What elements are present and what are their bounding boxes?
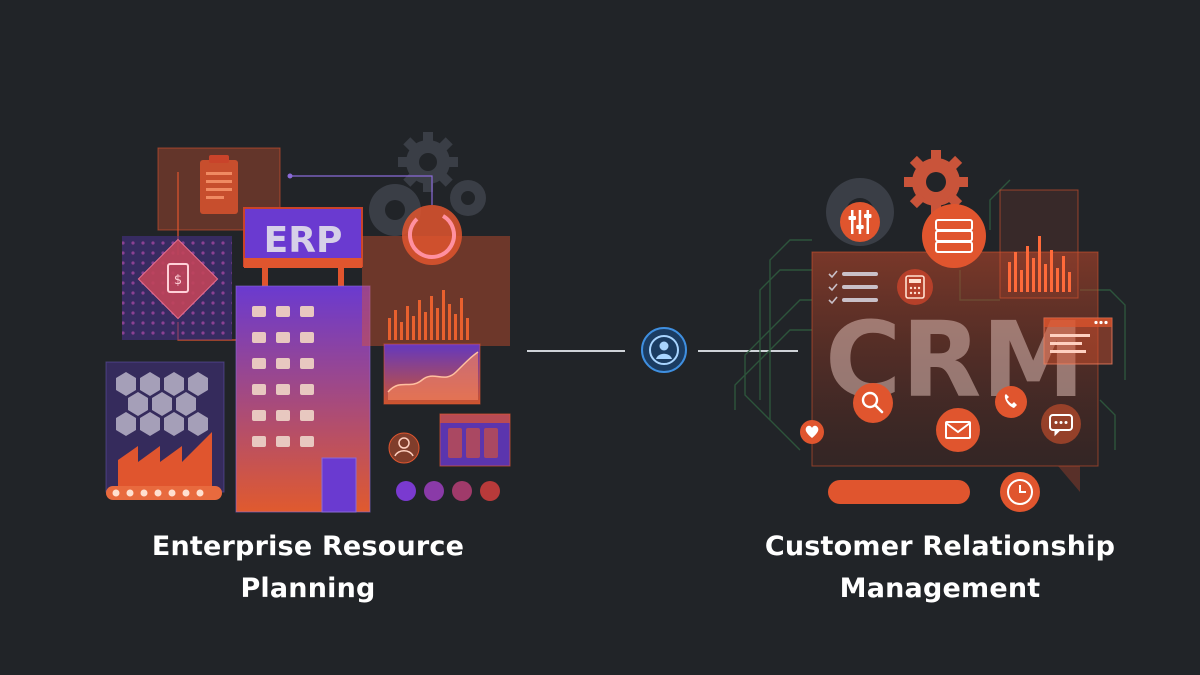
- server-icon: [922, 204, 986, 268]
- crm-caption-line-1: Customer Relationship: [764, 531, 1116, 562]
- bar-chart-icon: [388, 290, 469, 340]
- area-chart-icon: [387, 351, 479, 400]
- svg-text:$: $: [174, 273, 182, 288]
- avatar-icon: [388, 432, 420, 464]
- erp-sign-text: ERP: [264, 220, 343, 261]
- erp-illustration: $: [105, 132, 511, 513]
- crm-caption: Customer Relationship Management: [740, 526, 1140, 610]
- erp-caption: Enterprise Resource Planning: [118, 526, 498, 610]
- erp-caption-line-1: Enterprise Resource: [151, 531, 465, 562]
- erp-caption-line-2: Planning: [240, 573, 376, 604]
- mail-icon: [936, 408, 980, 452]
- clipboard-icon: [200, 155, 238, 214]
- heart-icon: [800, 420, 824, 444]
- cubes-icon: [116, 372, 208, 436]
- clock-icon: [1000, 472, 1040, 512]
- checklist-icon: [828, 270, 878, 305]
- erp-sign: ERP: [243, 207, 363, 286]
- color-dots: [396, 481, 500, 501]
- window-panel-icon: [439, 413, 511, 467]
- bar-chart-icon: [1008, 236, 1071, 292]
- chat-icon: [1041, 404, 1081, 444]
- building-icon: [235, 285, 371, 513]
- receipt-dollar-icon: $: [137, 238, 219, 320]
- connector: [527, 327, 798, 373]
- factory-icon: [106, 432, 222, 500]
- user-icon: [641, 327, 687, 373]
- window-panel-icon: [1043, 317, 1113, 365]
- search-icon: [853, 383, 893, 423]
- crm-illustration: CRM: [734, 150, 1126, 512]
- phone-icon: [995, 386, 1027, 418]
- calculator-icon: [897, 269, 933, 305]
- sliders-icon: [840, 202, 880, 242]
- crm-caption-line-2: Management: [839, 573, 1041, 604]
- progress-ring-icon: [402, 205, 462, 265]
